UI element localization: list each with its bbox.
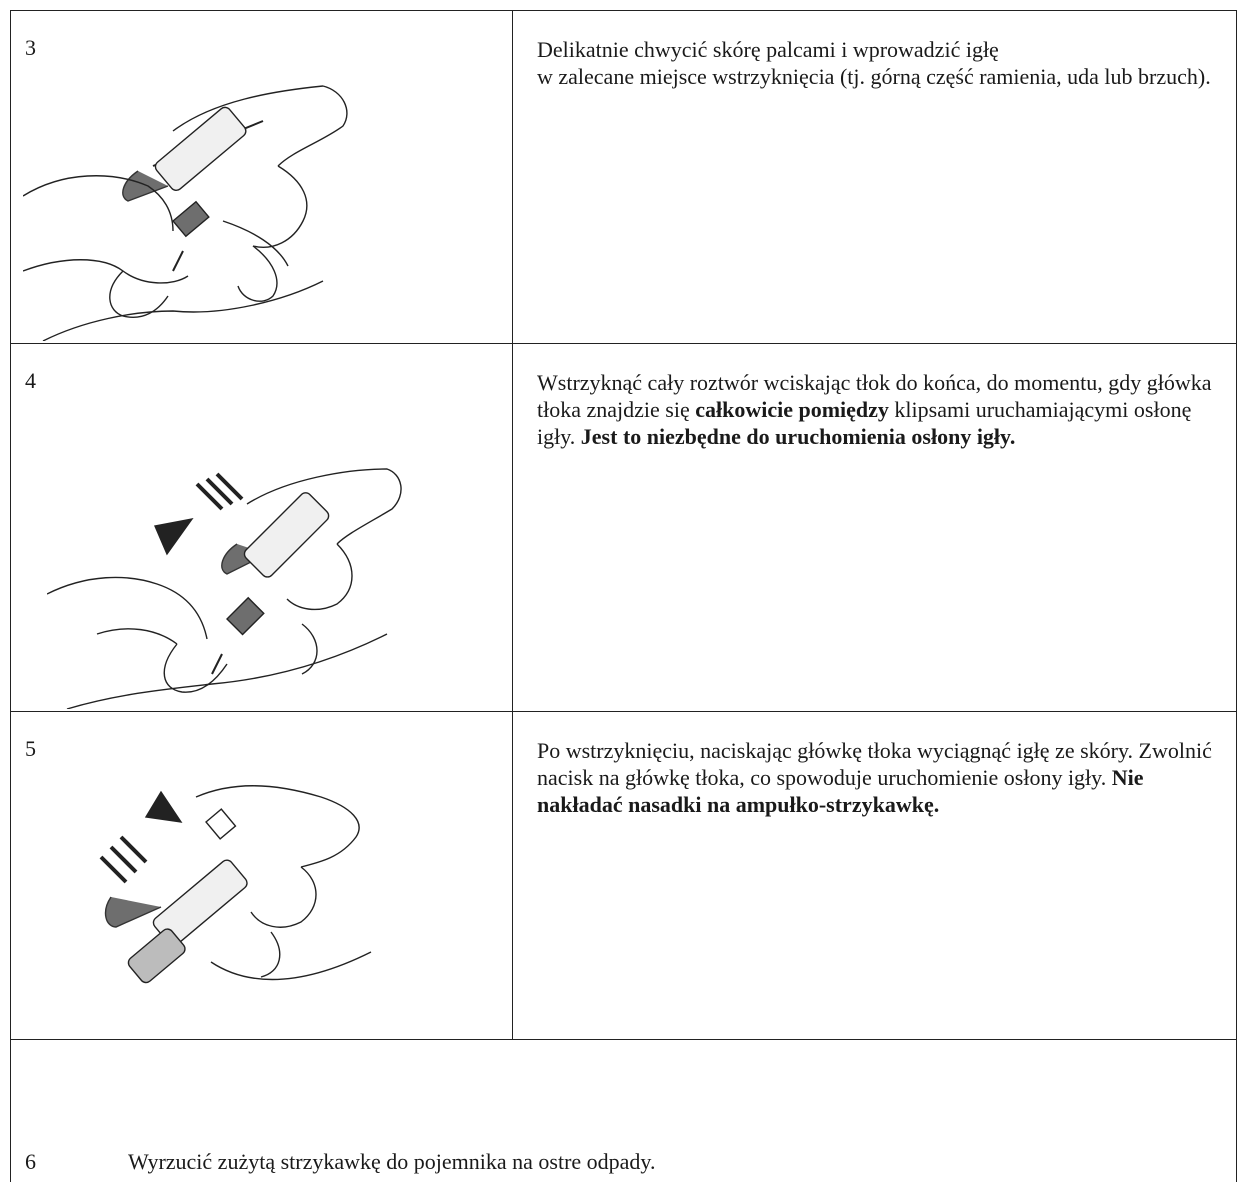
step-text: Wstrzyknąć cały roztwór wciskając tłok d…	[537, 370, 1212, 449]
step-number: 5	[25, 736, 36, 761]
illustration-cell: 3	[11, 11, 513, 343]
step-number: 6	[25, 1149, 36, 1174]
step-text: Delikatnie chwycić skórę palcami i wprow…	[537, 37, 1211, 89]
step-row: 3 Delikatnie chwycić skórę palcami i wpr…	[11, 11, 1236, 344]
illustration-cell: 4	[11, 344, 513, 711]
text-cell: Po wstrzyknięciu, naciskając główkę tłok…	[513, 712, 1236, 1039]
step-number: 3	[25, 35, 36, 60]
text-cell: Delikatnie chwycić skórę palcami i wprow…	[513, 11, 1236, 343]
injection-illustration-withdraw	[91, 762, 391, 1007]
injection-illustration-insert	[23, 71, 363, 341]
injection-illustration-press	[47, 424, 407, 709]
step-row: 5 Po wstrzyknięciu, naciskając główkę tł…	[11, 712, 1236, 1040]
illustration-cell: 5	[11, 712, 513, 1039]
final-step-row: 6 Wyrzucić zużytą strzykawkę do pojemnik…	[11, 1040, 1236, 1183]
step-row: 4 Wstrzyknąć cały	[11, 344, 1236, 712]
instruction-table: 3 Delikatnie chwycić skórę palcami i wpr…	[10, 10, 1237, 1182]
step-text: Wyrzucić zużytą strzykawkę do pojemnika …	[128, 1149, 656, 1174]
step-text: Po wstrzyknięciu, naciskając główkę tłok…	[537, 738, 1212, 817]
step-number: 4	[25, 368, 36, 393]
text-cell: Wstrzyknąć cały roztwór wciskając tłok d…	[513, 344, 1236, 711]
